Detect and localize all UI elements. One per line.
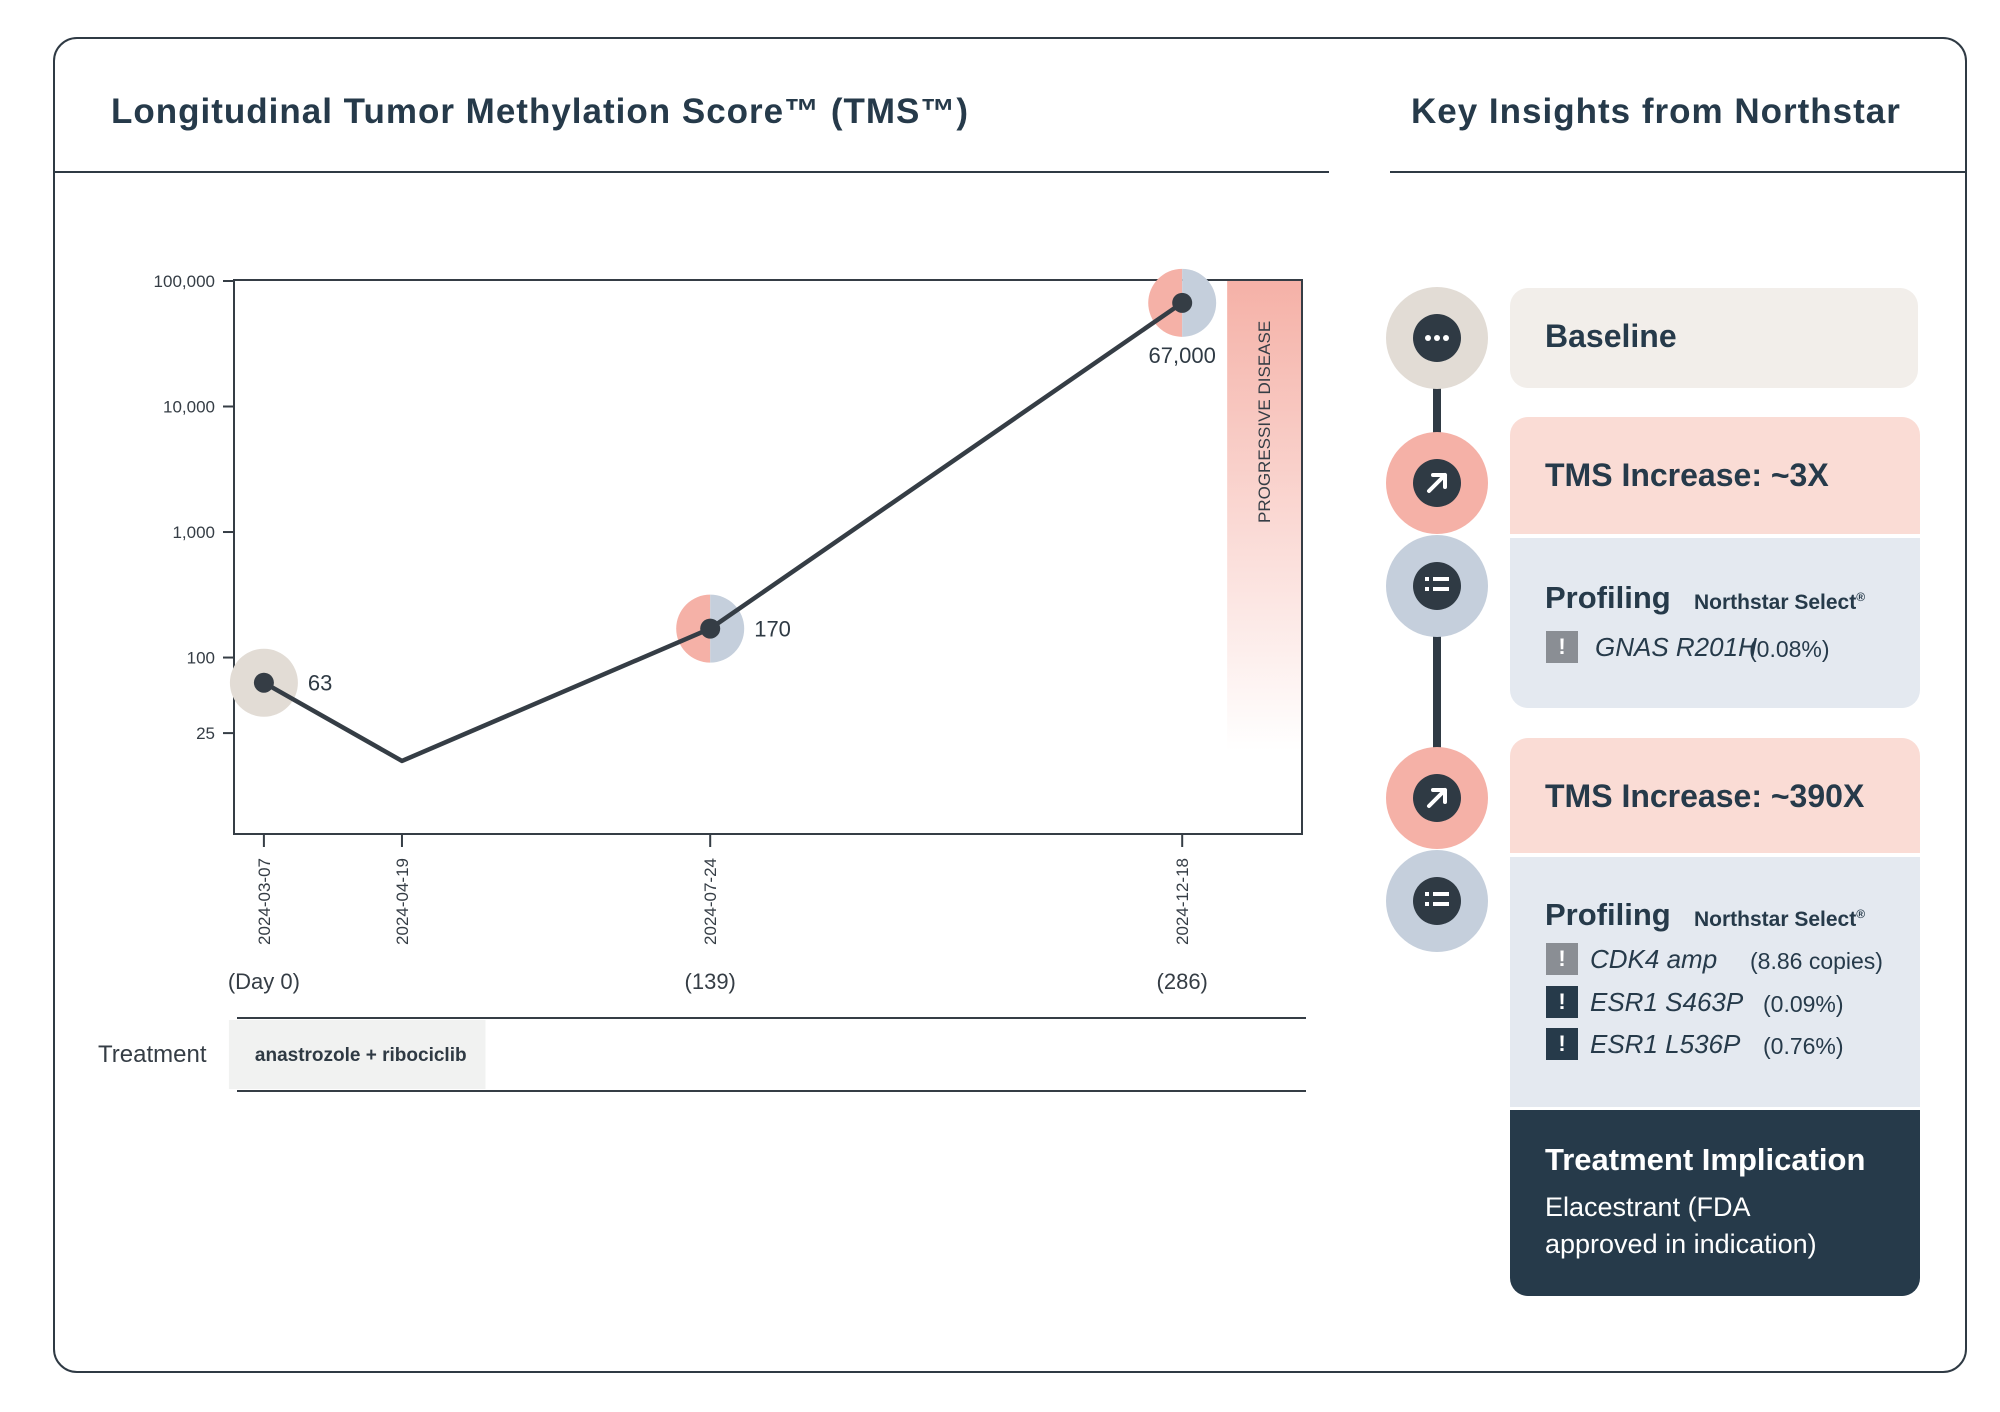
y-tick-label: 25 [196,724,215,743]
data-point [1172,292,1193,313]
x-tick-label: 2024-12-18 [1173,858,1192,945]
tms-increase-card-2: TMS Increase: ~390X [1510,738,1920,853]
implication-line-2: approved in indication) [1545,1229,1817,1259]
alert-icon: ! [1546,986,1578,1018]
finding-gene: GNAS R201H [1595,632,1757,662]
tms-chart: PROGRESSIVE DISEASE 100,00010,0001,00010… [98,268,1306,1092]
finding-gene: ESR1 L536P [1590,1029,1741,1059]
profiling-card-2: Profiling Northstar Select® ! CDK4 amp (… [1510,857,1920,1107]
arrow-up-right-icon [1413,459,1461,507]
y-tick-label: 100 [187,649,215,668]
alert-icon: ! [1546,631,1578,663]
list-icon [1413,562,1461,610]
timeline-connector-2 [1433,630,1441,760]
timeline-connector-1 [1433,388,1441,448]
plot-frame [233,279,1303,835]
treatment-row-label: Treatment [98,1041,207,1068]
data-point [700,618,721,639]
x-tick-label: 2024-03-07 [255,858,274,945]
progressive-disease-region [1227,281,1301,751]
treatment-bar [228,1020,486,1089]
data-point [253,672,274,693]
tms-increase-label-2: TMS Increase: ~390X [1545,778,1865,814]
insights-title-divider [1390,171,1967,173]
increase-half-marker [676,594,711,663]
data-label: 67,000 [1149,343,1216,368]
profiling-label-2: Profiling [1545,897,1671,932]
profiling-half-marker [1182,268,1217,337]
implication-title: Treatment Implication [1545,1142,1866,1177]
finding-gene: CDK4 amp [1590,944,1718,974]
x-tick-label: 2024-04-19 [393,858,412,945]
point-markers [229,268,1217,717]
finding-gene: ESR1 S463P [1590,987,1744,1017]
treatment-implication-card: Treatment Implication Elacestrant (FDA a… [1510,1110,1920,1296]
profiling-label-1: Profiling [1545,580,1671,615]
increase-marker-2 [1386,747,1488,849]
profiling-marker-2 [1386,850,1488,952]
treatment-name: anastrozole + ribociclib [255,1045,467,1066]
product-name-2: Northstar Select® [1694,907,1866,931]
insights-title: Key Insights from Northstar [1411,92,1901,131]
data-label: 170 [754,617,791,642]
y-tick-label: 10,000 [163,398,215,417]
baseline-marker [1386,287,1488,389]
x-day-label: (Day 0) [228,969,300,994]
x-day-label: (139) [685,969,736,994]
tms-series-line [262,300,1184,764]
product-name-1: Northstar Select® [1694,590,1866,614]
x-tick-label: 2024-07-24 [701,858,720,945]
y-tick-label: 1,000 [172,523,215,542]
tms-increase-label-1: TMS Increase: ~3X [1545,457,1829,493]
arrow-up-right-icon [1413,774,1461,822]
baseline-card: Baseline [1510,288,1918,388]
finding-frequency: (0.08%) [1749,636,1830,662]
chart-title-divider [53,171,1329,173]
y-axis: 100,000 10,000 1,000 100 25 [154,272,235,743]
data-points [253,292,1193,693]
baseline-label: Baseline [1545,318,1677,354]
finding-frequency: (0.76%) [1763,1033,1844,1059]
finding-frequency: (0.09%) [1763,991,1844,1017]
increase-marker-1 [1386,432,1488,534]
profiling-card-1: Profiling Northstar Select® ! GNAS R201H… [1510,538,1920,708]
x-day-label: (286) [1157,969,1208,994]
alert-icon: ! [1546,943,1578,975]
chart-title: Longitudinal Tumor Methylation Score™ (T… [111,92,970,131]
finding-frequency: (8.86 copies) [1750,948,1883,974]
more-icon [1413,314,1461,362]
alert-icon: ! [1546,1028,1578,1060]
data-labels: 63 170 67,000 [308,343,1216,696]
progressive-disease-label: PROGRESSIVE DISEASE [1255,321,1274,523]
list-icon [1413,877,1461,925]
implication-line-1: Elacestrant (FDA [1545,1192,1751,1222]
tms-increase-card-1: TMS Increase: ~3X [1510,417,1920,534]
x-axis: 2024-03-07 (Day 0) 2024-04-19 2024-07-24 (13… [228,833,1208,994]
profiling-marker-1 [1386,535,1488,637]
y-tick-label: 100,000 [154,272,215,291]
data-label: 63 [308,671,332,696]
